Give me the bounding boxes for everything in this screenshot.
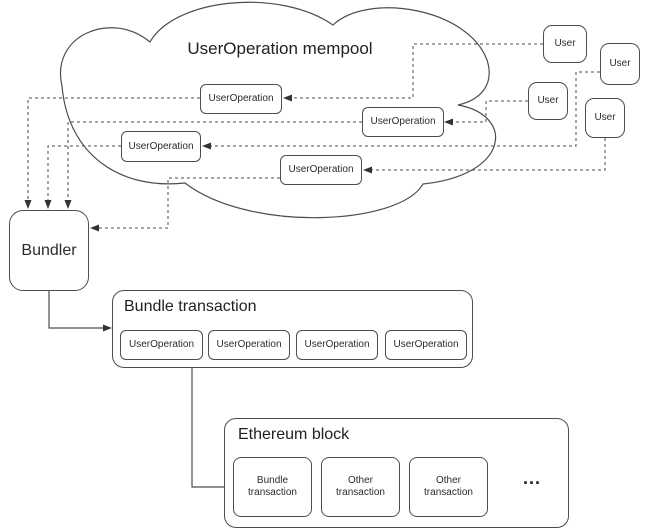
userop-node-3: UserOperation [121,131,201,162]
userop-node-4: UserOperation [280,155,362,185]
arrowhead [64,200,72,209]
user-node-4: User [585,98,625,138]
userop-node-2: UserOperation [362,107,444,137]
arrowhead [202,142,211,150]
connector-userop2-to-bundler [67,121,362,200]
eth-tx-other-1: Other transaction [321,457,400,517]
arrowhead [103,324,112,332]
more-transactions-ellipsis: ... [522,468,541,488]
userop-node-1: UserOperation [200,84,282,114]
arrowhead [24,200,32,209]
connector-bundletx-to-ethblock [191,368,224,488]
diagram-canvas: UserOperation mempool UserOperation User… [9,1,640,528]
connector-user4-to-userop4 [372,138,606,171]
arrowhead [363,166,372,174]
bundler-node: Bundler [9,210,89,291]
arrowhead [444,118,453,126]
connector-user2-to-userop3 [211,71,600,147]
eth-tx-other-2: Other transaction [409,457,488,517]
eth-tx-bundle: Bundle transaction [233,457,312,517]
connector-user3-to-userop2 [453,100,528,123]
diagram-lines-layer [24,1,606,491]
bundle-userop-4: UserOperation [385,330,467,360]
arrowhead [90,224,99,232]
connector-userop3-to-bundler [47,145,121,200]
user-node-1: User [543,25,587,63]
bundle-userop-2: UserOperation [208,330,290,360]
bundle-userop-3: UserOperation [296,330,378,360]
mempool-cloud [59,1,496,219]
connector-userop1-to-bundler [27,97,200,200]
arrowhead [44,200,52,209]
connector-bundler-to-bundletx [48,291,103,329]
connector-user1-to-userop1 [292,43,543,99]
bundle-transaction-title: Bundle transaction [124,298,257,315]
mempool-title: UserOperation mempool [187,39,373,58]
ethereum-block-title: Ethereum block [238,426,350,443]
connector-userop4-to-bundler [99,177,280,229]
user-node-3: User [528,82,568,120]
bundle-userop-1: UserOperation [120,330,203,360]
user-node-2: User [600,43,640,85]
arrowhead [283,94,292,102]
